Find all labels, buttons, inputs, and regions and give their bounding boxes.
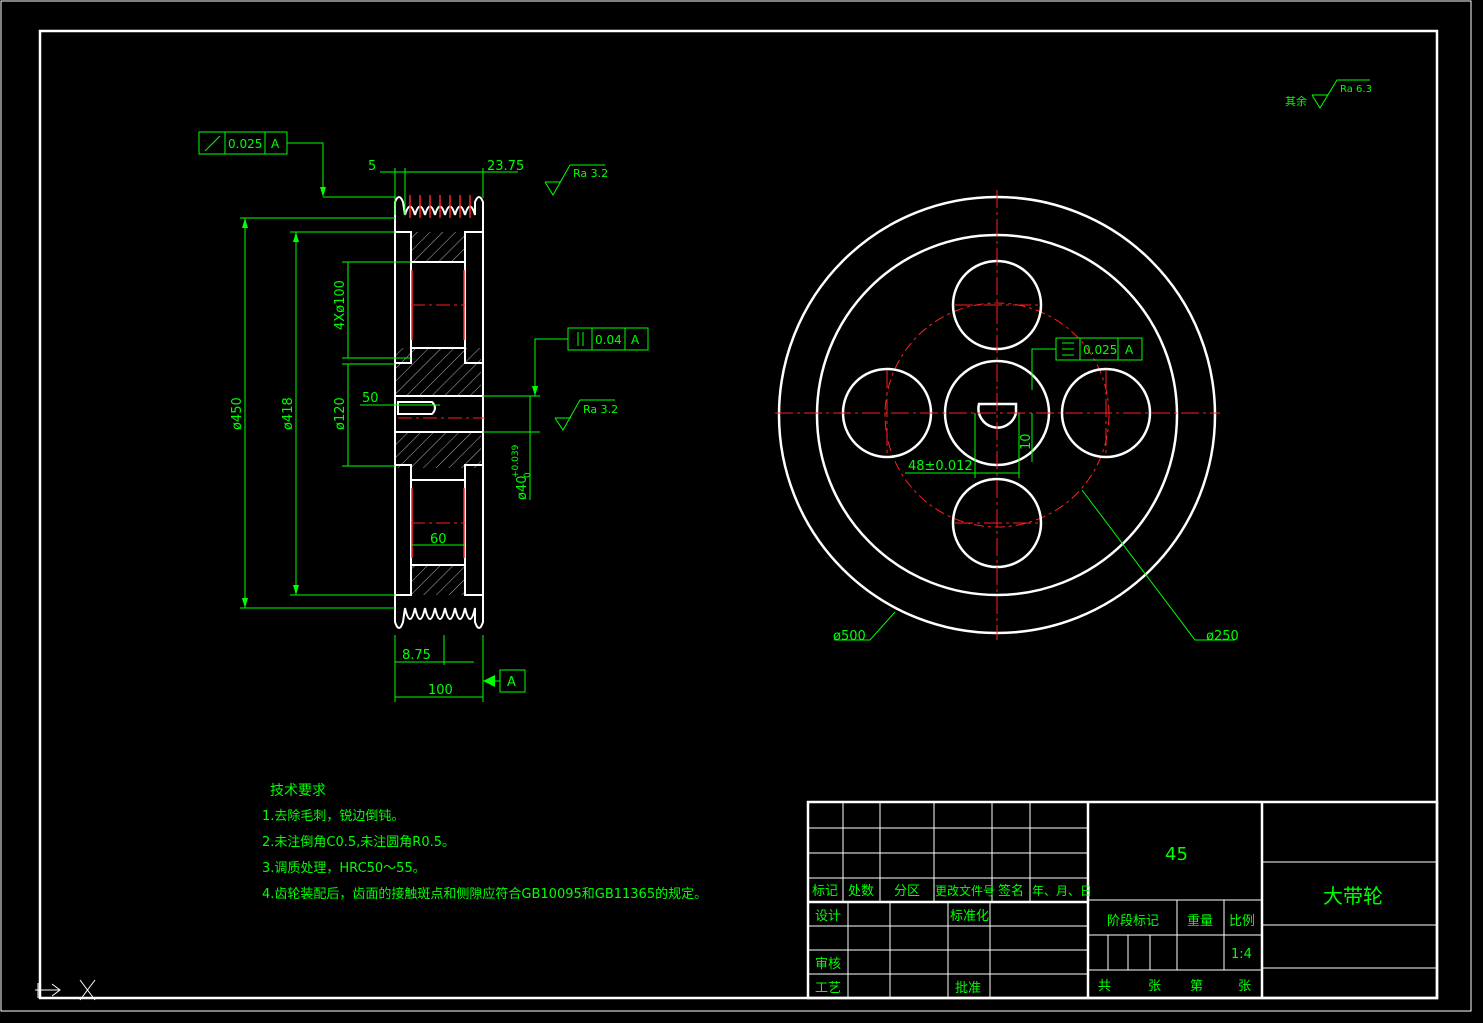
dim-250: ø250 [1206,629,1239,644]
tb-process: 工艺 [815,981,841,996]
front-dimensions [835,348,1235,641]
teeth-bottom [394,595,484,629]
parallel-datum: A [631,333,640,347]
sheet-frame [38,29,1439,1000]
tb-header-count: 处数 [848,884,874,899]
dim-23-75: 23.75 [487,159,524,174]
front-symmetry-frame: 0.025 A [1055,337,1143,361]
note-4: 4.齿轮装配后，齿面的接触斑点和侧隙应符合GB10095和GB11365的规定。 [262,886,707,902]
tb-header-doc: 更改文件号 [935,883,995,898]
dim-8-75: 8.75 [402,648,431,663]
dim-500: ø500 [833,629,866,644]
dim-48: 48±0.012 [908,459,973,474]
tb-standardize: 标准化 [950,909,989,924]
roughness-side: Ra 3.2 [544,164,608,196]
dim-40: ø40 [515,476,530,501]
title-block [806,800,1439,1000]
hatch-hub-top [395,348,481,396]
front-view [775,190,1220,640]
hatch-upper-web [411,232,465,262]
notes-title: 技术要求 [270,783,326,799]
tb-part-name: 大带轮 [1323,884,1383,908]
tb-review: 审核 [815,957,841,972]
tb-weight: 重量 [1187,913,1213,929]
section-view [394,195,485,629]
note-3: 3.调质处理，HRC50～55。 [262,861,426,876]
runout-frame: 0.025 A [198,131,288,155]
dim-100: 100 [428,683,453,698]
dim-120: ø120 [333,397,348,430]
tb-sheets-1: 张 [1148,979,1161,994]
dim-4x100: 4Xø100 [333,280,348,330]
hatch-hub-bottom [395,432,481,468]
technical-notes: 技术要求 1.去除毛刺，锐边倒钝。 2.未注倒角C0.5,未注圆角R0.5。 3… [262,783,707,902]
dim-450: ø450 [230,397,245,430]
tb-sheets-2: 张 [1238,979,1251,994]
tb-design: 设计 [815,909,841,924]
section-dimensions [240,142,568,702]
front-labels: 48±0.012 10 ø500 ø250 [833,433,1239,644]
symmetry-value: 0.025 [1083,343,1117,357]
roughness-bore: Ra 3.2 [554,399,618,431]
ra-side: Ra 3.2 [573,167,608,180]
tb-header-sign: 签名 [998,883,1024,899]
dim-10: 10 [1019,433,1034,450]
tb-header-mark: 标记 [812,884,838,899]
parallel-value: 0.04 [595,333,622,347]
dim-40-tol-lower: 0 [523,472,533,478]
tb-number: 第 [1190,979,1203,994]
tb-stage-mark: 阶段标记 [1107,914,1159,929]
ra-rest: Ra 6.3 [1340,84,1372,95]
tb-material: 45 [1165,844,1188,865]
dim-418: ø418 [281,397,296,430]
arrowheads [242,187,538,687]
hatch-lower-web [411,565,465,595]
tb-header-zone: 分区 [894,884,920,899]
dim-40-tol-upper: +0.039 [511,444,521,478]
note-1: 1.去除毛刺，锐边倒钝。 [262,809,404,824]
dim-60: 60 [430,532,447,547]
tb-scale-label: 比例 [1229,914,1255,929]
runout-datum: A [271,137,280,151]
rest-label: 其余 [1285,94,1307,108]
note-2: 2.未注倒角C0.5,未注圆角R0.5。 [262,835,455,850]
symmetry-datum: A [1125,343,1134,357]
tb-approve: 批准 [955,981,981,996]
tb-header-date: 年、月、日 [1032,884,1092,898]
runout-value: 0.025 [228,137,262,151]
dim-5: 5 [368,159,376,174]
ra-bore: Ra 3.2 [583,403,618,416]
datum-label: A [507,675,516,690]
title-block-text: 标记 处数 分区 更改文件号 签名 年、月、日 设计 标准化 审核 工艺 批准 … [812,844,1383,996]
ucs-icon [35,979,96,1001]
dim-50: 50 [362,391,379,406]
tb-scale-value: 1:4 [1231,947,1252,962]
parallel-frame: 0.04 A [567,327,649,351]
datum-box: A [499,669,526,693]
tb-total: 共 [1098,979,1111,994]
section-labels: 5 23.75 ø450 ø418 4Xø100 ø120 50 ø40 +0.… [230,159,533,698]
roughness-rest: 其余 Ra 6.3 [1285,79,1372,109]
